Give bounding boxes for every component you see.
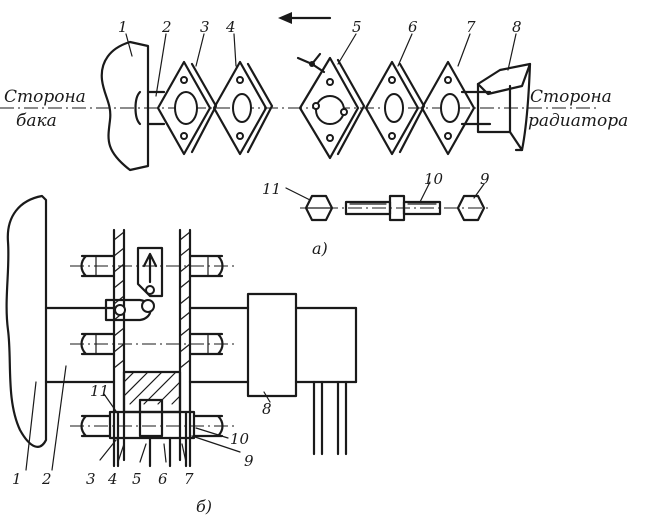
label-bottom-11: 11 [90, 382, 109, 400]
label-top-2: 2 [161, 18, 172, 36]
nut-9 [456, 194, 486, 222]
side-radiator-line2: радиатора [528, 111, 628, 131]
tank-wall-top [100, 40, 150, 172]
bolt-10 [344, 194, 442, 222]
flange-bolts [70, 254, 234, 438]
label-bottom-5: 5 [132, 470, 142, 488]
label-top-4: 4 [225, 18, 236, 36]
pipe-stub-top [134, 90, 166, 126]
label-bottom-6: 6 [158, 470, 168, 488]
side-tank-line1: Сторона [4, 87, 86, 107]
bottom-leaders [25, 365, 271, 471]
label-top-3: 3 [200, 18, 210, 36]
label-bottom-7: 7 [184, 470, 194, 488]
side-radiator-line1: Сторона [530, 87, 612, 107]
tank-wall-bottom [5, 194, 48, 448]
label-top-8: 8 [512, 18, 522, 36]
label-top-6: 6 [408, 18, 418, 36]
label-fastener-9: 9 [480, 170, 490, 188]
label-bottom-4: 4 [107, 470, 118, 488]
label-bottom-10: 10 [230, 430, 250, 448]
gasket-plate-4 [212, 60, 274, 156]
label-bottom-3: 3 [86, 470, 96, 488]
gasket-plate-3 [156, 60, 218, 156]
label-top-7: 7 [466, 18, 476, 36]
label-top-5: 5 [352, 18, 362, 36]
top-leaders [125, 33, 517, 97]
radiator-8 [246, 292, 348, 456]
valve-assembly [104, 228, 196, 468]
label-fastener-10: 10 [424, 170, 444, 188]
valve-body-5 [296, 52, 366, 160]
label-bottom-9: 9 [244, 452, 254, 470]
label-bottom-2: 2 [41, 470, 52, 488]
label-fastener-11: 11 [262, 180, 281, 198]
label-bottom-8: 8 [262, 400, 272, 418]
radiator-block-8 [476, 62, 532, 152]
fig-a-caption: а) [312, 239, 328, 258]
nut-11 [304, 194, 334, 222]
label-bottom-1: 1 [12, 470, 22, 488]
main-pipe-2 [44, 306, 358, 384]
label-top-1: 1 [118, 18, 128, 36]
fig-b-caption: б) [196, 497, 212, 516]
side-tank-line2: бака [16, 111, 57, 131]
direction-arrow [278, 12, 332, 24]
